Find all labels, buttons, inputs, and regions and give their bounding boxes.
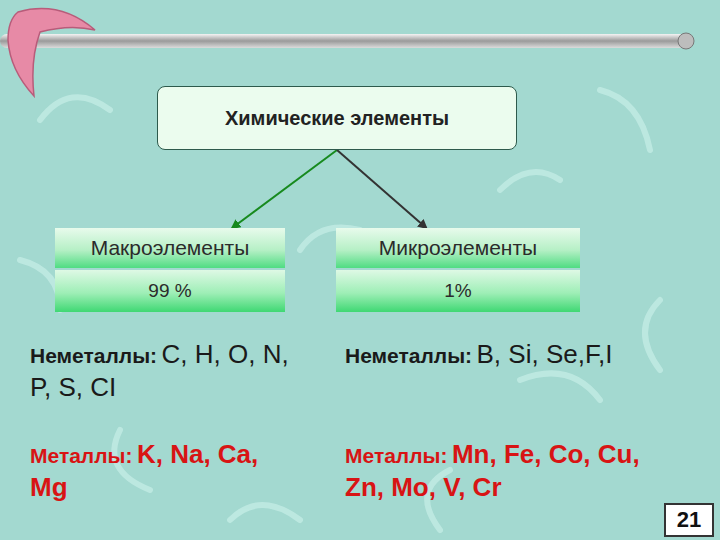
root-box: Химические элементы <box>157 86 517 150</box>
group-box: Микроэлементы1% <box>336 228 580 320</box>
element-list: Неметаллы: C, H, O, N, P, S, CI <box>30 338 300 403</box>
group-box: Макроэлементы99 % <box>55 228 285 320</box>
box-percent: 99 % <box>55 270 285 312</box>
box-heading: Макроэлементы <box>55 228 285 268</box>
box-heading: Химические элементы <box>225 107 449 130</box>
top-rail <box>0 34 688 48</box>
rail-cap <box>678 33 694 49</box>
boomerang-texture <box>20 90 660 530</box>
box-heading: Микроэлементы <box>336 228 580 268</box>
class-name: Металлы: <box>30 444 132 467</box>
element-list: Металлы: K, Na, Ca, Mg <box>30 438 300 503</box>
element-list: Металлы: Mn, Fe, Co, Cu, Zn, Mo, V, Cr <box>345 438 655 503</box>
element-symbols: B, Si, Se,F,I <box>477 339 613 369</box>
element-list: Неметаллы: B, Si, Se,F,I <box>345 338 645 371</box>
arrow-connector <box>232 150 337 228</box>
page-number: 21 <box>664 503 714 537</box>
class-name: Металлы: <box>345 444 447 467</box>
arrow-connector <box>337 150 426 228</box>
box-percent: 1% <box>336 270 580 312</box>
class-name: Неметаллы: <box>30 344 157 367</box>
pink-boomerang <box>8 9 95 96</box>
class-name: Неметаллы: <box>345 344 472 367</box>
